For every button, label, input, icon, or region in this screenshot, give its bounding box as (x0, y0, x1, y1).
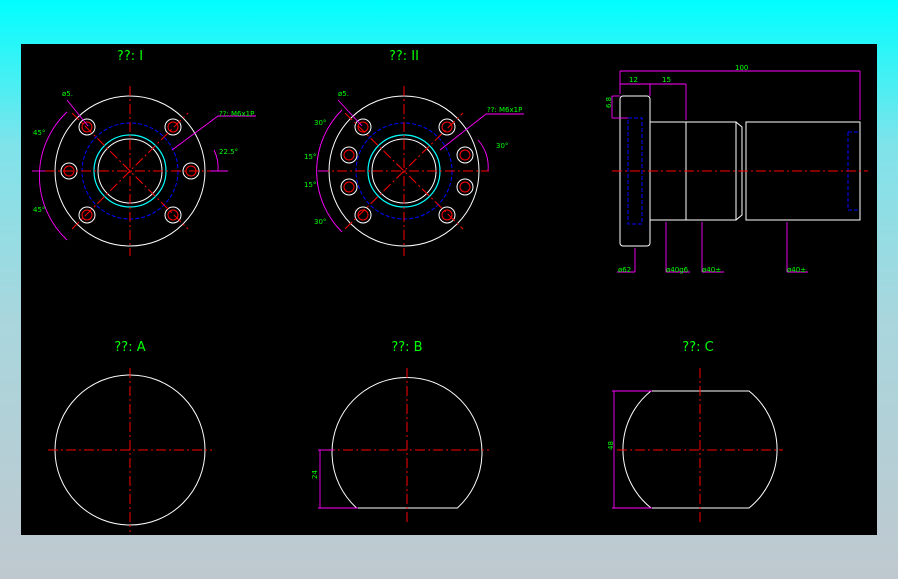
view-1-title: ??: I (117, 49, 143, 64)
view-c-title: ??: C (682, 340, 713, 355)
dia-40g6: ø40g6 (666, 266, 689, 274)
view-2-title: ??: II (389, 49, 419, 64)
dia-40-b: ø40± (787, 266, 806, 274)
angle-right-label: 30° (496, 142, 508, 150)
thread-label: ??: M6x1P (487, 106, 522, 114)
view-2-flange: ??: II ø5. ??: M6x1P 30° 1 (304, 49, 524, 256)
view-a: ??: A (48, 340, 212, 532)
flat-dimension (318, 449, 358, 509)
angle-top-label: 45° (33, 129, 45, 137)
bolt-holes (340, 118, 474, 224)
dim-flange: 12 (629, 76, 638, 84)
dimension-lines (32, 99, 256, 241)
dia-62: ø62 (618, 266, 631, 274)
angle-30-top-label: 30° (314, 119, 326, 127)
cad-canvas (21, 44, 877, 535)
thread-label: ??: M6x1P (219, 110, 254, 118)
angle-30-bottom-label: 30° (314, 218, 326, 226)
section-double-flat-profile (622, 390, 778, 509)
view-a-title: ??: A (114, 340, 145, 355)
dim-height: 6.8 (605, 97, 613, 108)
hole-dia-label: ø5. (62, 90, 73, 98)
width-dim-label: 48 (607, 441, 615, 450)
view-1-flange: ??: I ø5. ??: M6x1P 45° 45° 2 (32, 49, 256, 256)
flat-dim-label: 24 (311, 470, 319, 479)
angle-15-bottom-label: 15° (304, 181, 316, 189)
dim-step: 15 (662, 76, 671, 84)
section-flat-profile (331, 376, 483, 509)
view-b-title: ??: B (391, 340, 422, 355)
dia-40-a: ø40± (702, 266, 721, 274)
hole-dia-label: ø5. (338, 90, 349, 98)
view-c: ??: C 48 (607, 340, 783, 525)
dimension-lines (316, 99, 524, 233)
side-dimension-lines (611, 70, 861, 273)
dim-total: 100 (735, 64, 748, 72)
view-b: ??: B 24 (311, 340, 489, 525)
angle-right-label: 22.5° (219, 148, 238, 156)
angle-15-top-label: 15° (304, 153, 316, 161)
side-view-shaft: 100 12 15 6.8 ø62 ø40g6 ø40± ø40± (605, 64, 868, 274)
width-dimension (612, 390, 652, 509)
angle-bottom-label: 45° (33, 206, 45, 214)
